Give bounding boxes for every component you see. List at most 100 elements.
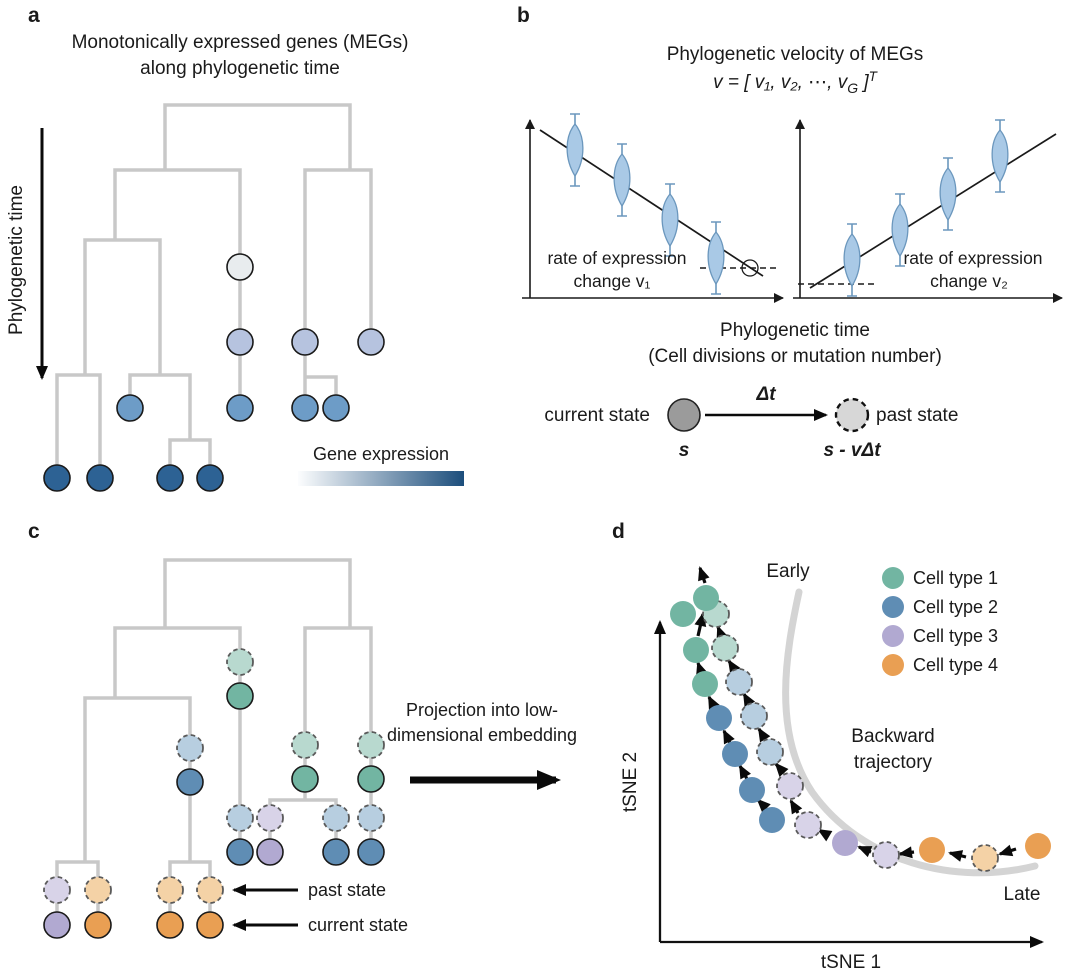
past-state-node — [226, 804, 254, 832]
trajectory-point-past — [794, 811, 822, 839]
shared-xaxis-label-line2: (Cell divisions or mutation number) — [648, 346, 942, 367]
current-state-node — [156, 911, 184, 939]
trajectory-point — [919, 837, 945, 863]
trajectory-point — [706, 705, 732, 731]
legend-label: Cell type 2 — [913, 597, 998, 617]
current-state-node — [84, 911, 112, 939]
legend-swatch-cell-type-4 — [882, 654, 904, 676]
legend: Cell type 1 Cell type 2 Cell type 3 Cell… — [882, 567, 998, 676]
legend-label: Cell type 1 — [913, 568, 998, 588]
state-diagram: current state s Δt past state s - vΔt — [544, 384, 958, 461]
backward-arrow — [756, 798, 771, 813]
tree-branch — [168, 438, 212, 478]
tree-branch — [163, 558, 352, 628]
trajectory-point — [739, 777, 765, 803]
trajectory-point — [683, 637, 709, 663]
late-label: Late — [1004, 884, 1041, 905]
trajectory-point-past — [971, 844, 999, 872]
tree-branch — [303, 168, 373, 408]
tsne2-axis-label: tSNE 2 — [620, 752, 641, 812]
tree-branch — [83, 696, 192, 862]
backward-arrow — [742, 692, 756, 708]
trajectory-point-past — [776, 772, 804, 800]
panel-c-label: c — [28, 520, 40, 543]
colorbar-label: Gene expression — [313, 444, 449, 464]
past-state-annotation: past state — [308, 880, 386, 900]
current-state-node — [291, 765, 319, 793]
angle-mark — [741, 259, 759, 277]
past-state-node — [156, 876, 184, 904]
trajectory-point — [1025, 833, 1051, 859]
violin — [843, 232, 861, 288]
past-state-node — [43, 876, 71, 904]
past-state-symbol: s - vΔt — [823, 440, 881, 461]
trajectory-points — [670, 585, 1051, 872]
backward-arrow — [696, 661, 708, 677]
trajectory-point — [722, 741, 748, 767]
tree-branch — [113, 626, 242, 852]
past-state-node — [357, 731, 385, 759]
formula-part: ] — [858, 72, 869, 93]
tree-branch — [163, 103, 352, 170]
past-state-node — [176, 734, 204, 762]
tree-node — [196, 464, 224, 492]
trajectory-point-past — [756, 738, 784, 766]
legend-label: Cell type 4 — [913, 655, 998, 675]
phylogenetic-time-axis-label: Phylogenetic time — [6, 185, 27, 335]
backward-arrows — [694, 566, 1017, 862]
past-state-node — [256, 804, 284, 832]
tree-branch — [83, 238, 162, 375]
current-state-node — [226, 838, 254, 866]
velocity-formula: v = [ v₁, v₂, ⋯, vG ]T — [713, 69, 879, 96]
tree-node — [156, 464, 184, 492]
decreasing-meg-plot: rate of expression change v₁ — [522, 113, 784, 303]
tree-node — [43, 464, 71, 492]
tree-branch — [55, 373, 102, 478]
trajectory-point — [832, 830, 858, 856]
past-state-node — [357, 804, 385, 832]
current-state-node — [357, 838, 385, 866]
tree-c-nodes — [43, 648, 385, 939]
current-state-node — [357, 765, 385, 793]
trajectory-point — [693, 585, 719, 611]
legend-swatch-cell-type-2 — [882, 596, 904, 618]
backward-arrow — [998, 844, 1017, 857]
tree-branch — [113, 168, 242, 408]
past-state-node — [322, 804, 350, 832]
violins — [843, 119, 1009, 297]
legend-item: Cell type 4 — [882, 654, 998, 676]
backward-arrow — [698, 566, 710, 584]
trajectory-point-past — [725, 668, 753, 696]
past-state-label: past state — [876, 405, 958, 426]
backward-arrow — [727, 659, 741, 675]
backward-arrow — [948, 850, 967, 862]
backward-arrow — [757, 727, 771, 743]
trajectory-point-past — [711, 634, 739, 662]
panel-a-label: a — [28, 4, 40, 27]
panel-d: d Cell type 1 Cell type 2 Cell type 3 Ce… — [612, 520, 1051, 972]
early-label: Early — [766, 561, 810, 582]
panel-a: a Monotonically expressed genes (MEGs) a… — [6, 4, 464, 492]
backward-arrow — [789, 799, 803, 815]
panel-a-title-line1: Monotonically expressed genes (MEGs) — [72, 32, 409, 53]
backward-arrow — [774, 762, 789, 777]
tree-node — [226, 328, 254, 356]
tree-node — [116, 394, 144, 422]
trajectory-point — [759, 807, 785, 833]
panel-b-title: Phylogenetic velocity of MEGs — [667, 44, 924, 65]
tree-node — [86, 464, 114, 492]
legend-item: Cell type 1 — [882, 567, 998, 589]
backward-arrow — [817, 828, 833, 842]
plot1-caption-line2: change v₁ — [574, 271, 651, 291]
plot2-caption-line2: change v₂ — [930, 271, 1008, 291]
trajectory-curve — [782, 588, 1039, 877]
plot1-caption-line1: rate of expression — [547, 248, 686, 268]
backward-arrow — [707, 695, 720, 711]
violin — [891, 202, 909, 258]
tree-a-nodes — [43, 253, 385, 492]
legend-label: Cell type 3 — [913, 626, 998, 646]
panel-b: b Phylogenetic velocity of MEGs v = [ v₁… — [517, 4, 1063, 461]
violin — [566, 122, 584, 178]
violin — [661, 192, 679, 248]
tree-node — [291, 394, 319, 422]
